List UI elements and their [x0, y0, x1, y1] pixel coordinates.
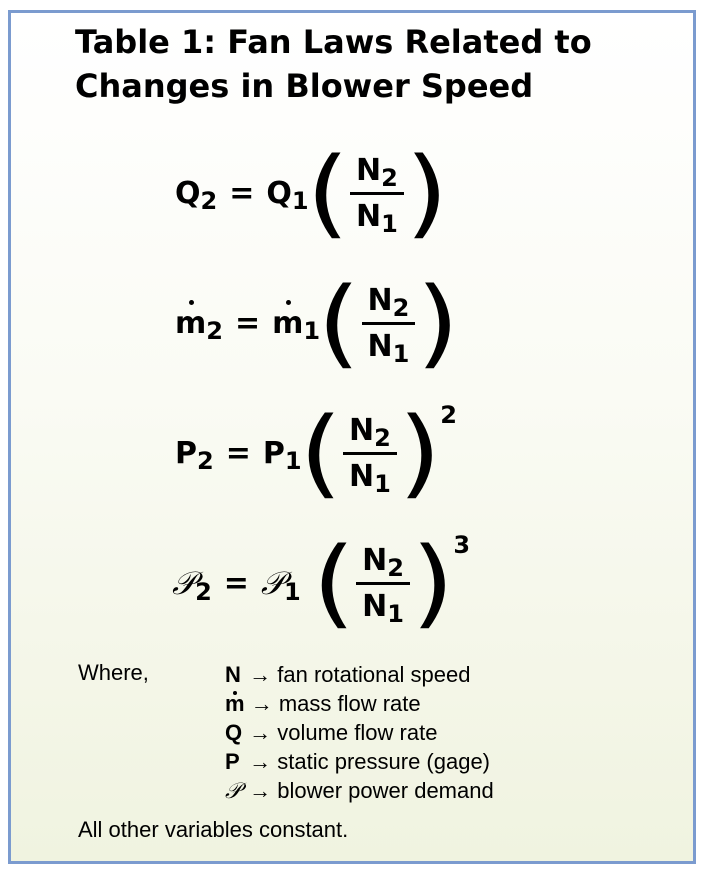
eq2-left-paren: (	[317, 267, 361, 379]
eq1-right-paren: )	[405, 137, 449, 249]
eq3-right-paren: )	[398, 397, 442, 509]
table-frame	[8, 10, 696, 864]
eq1-left-paren: (	[305, 137, 349, 249]
eq1-fraction: N2 N1	[350, 152, 404, 236]
eq3-equals: =	[225, 435, 251, 471]
eq4-numerator: N2	[362, 542, 404, 582]
eq1-numerator: N2	[356, 152, 398, 192]
eq2-lhs: m2	[175, 299, 223, 345]
eq3-fraction: N2 N1	[343, 412, 397, 496]
eq3-lhs: P2	[175, 435, 214, 475]
eq4-equals: =	[223, 565, 249, 601]
equation-volume-flow: Q2 = Q1 ( N2 N1 )	[175, 137, 449, 249]
eq2-denominator: N1	[361, 321, 416, 366]
eq1-lhs: Q2	[175, 175, 218, 215]
eq3-exponent: 2	[440, 401, 457, 429]
equation-power-demand: 𝒫2 = 𝒫1 ( N2 N1 ) 3	[172, 527, 470, 639]
legend-item: Q → volume flow rate	[225, 720, 438, 745]
eq4-left-paren: (	[311, 527, 355, 639]
title-line-2: Changes in Blower Speed	[75, 67, 534, 105]
eq1-equals: =	[229, 175, 255, 211]
legend-item: m → mass flow rate	[225, 691, 421, 716]
eq3-numerator: N2	[349, 412, 391, 452]
eq2-rhs: m1	[272, 299, 321, 345]
eq2-equals: =	[234, 305, 261, 341]
eq4-fraction: N2 N1	[356, 542, 410, 626]
eq4-exponent: 3	[453, 531, 471, 559]
where-label: Where,	[78, 660, 149, 685]
page-title: Table 1: Fan Laws Related to Changes in …	[75, 20, 675, 108]
legend-item: P → static pressure (gage)	[225, 749, 491, 774]
equation-mass-flow: m2 = m1 ( N2 N1 )	[175, 267, 460, 379]
footer-note: All other variables constant.	[78, 817, 349, 842]
eq2-right-paren: )	[416, 267, 460, 379]
eq2-fraction: N2 N1	[361, 282, 416, 366]
legend-item: 𝒫 → blower power demand	[225, 778, 494, 804]
eq4-lhs: 𝒫2	[172, 563, 212, 606]
equation-static-pressure: P2 = P1 ( N2 N1 ) 2	[175, 397, 457, 509]
eq4-rhs: 𝒫1	[260, 563, 301, 606]
variable-legend: N → fan rotational speed m → mass flow r…	[225, 660, 494, 806]
eq1-rhs: Q1	[266, 175, 309, 215]
eq3-left-paren: (	[298, 397, 342, 509]
eq3-rhs: P1	[262, 435, 302, 475]
eq4-right-paren: )	[411, 527, 455, 639]
legend-item: N → fan rotational speed	[225, 662, 471, 687]
eq1-denominator: N1	[350, 191, 404, 236]
eq4-denominator: N1	[356, 581, 410, 626]
eq2-numerator: N2	[367, 282, 410, 322]
eq3-denominator: N1	[343, 451, 397, 496]
title-line-1: Table 1: Fan Laws Related to	[75, 23, 592, 61]
